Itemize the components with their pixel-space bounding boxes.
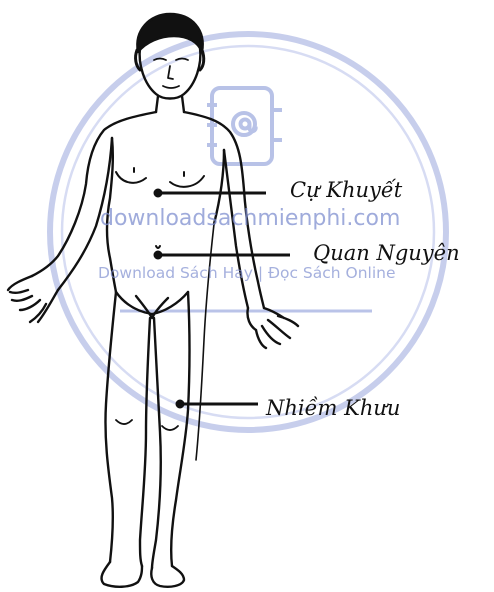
- right-leg-inner: [152, 318, 161, 568]
- navel: [156, 246, 160, 248]
- chest: [116, 168, 204, 187]
- left-foot: [102, 562, 142, 587]
- right-knee: [162, 426, 178, 430]
- right-hand: [247, 308, 298, 348]
- watermark-domain: downloadsachmienphi.com: [100, 206, 400, 231]
- address-book-at-icon: [207, 88, 282, 164]
- label-nhiem-khuu: Nhiềm Khưu: [266, 396, 400, 420]
- marker-nhiem-khuu: [177, 401, 183, 407]
- label-cu-khuyet: Cự Khuyết: [290, 178, 402, 202]
- human-body-figure: [8, 14, 298, 587]
- left-leg-inner: [140, 318, 150, 566]
- marker-quan-nguyen: [155, 252, 161, 258]
- left-knee: [116, 420, 132, 424]
- marker-cu-khuyet: [155, 190, 161, 196]
- left-hand: [8, 276, 58, 322]
- left-leg: [105, 292, 116, 562]
- watermark-tagline: Download Sách Hay | Đọc Sách Online: [98, 264, 396, 282]
- label-quan-nguyen: Quan Nguyên: [313, 241, 460, 265]
- right-foot: [151, 566, 184, 587]
- hair: [137, 14, 202, 52]
